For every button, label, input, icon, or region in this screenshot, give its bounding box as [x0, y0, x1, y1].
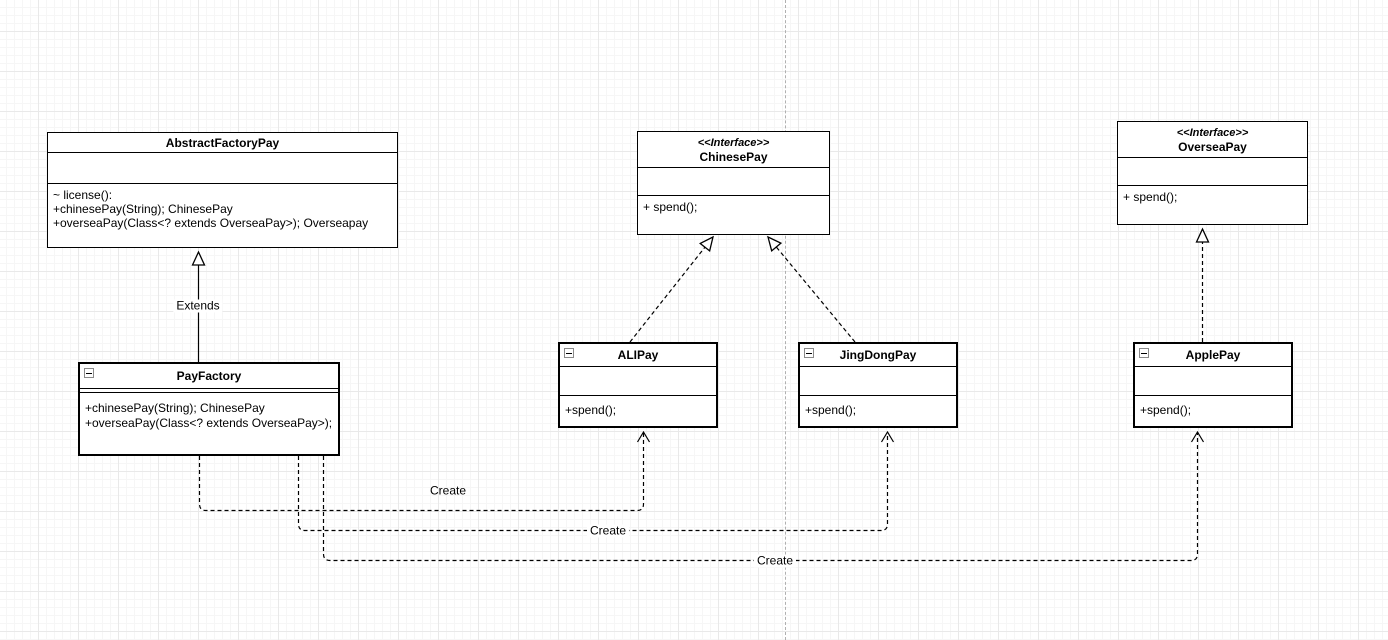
methods-section: ~ license(): +chinesePay(String); Chines…	[48, 184, 397, 247]
class-title: PayFactory	[80, 364, 338, 389]
methods-section: +chinesePay(String); ChinesePay +oversea…	[80, 393, 338, 454]
class-jingdongpay[interactable]: JingDongPay +spend();	[798, 342, 958, 428]
method: +spend();	[565, 403, 617, 417]
attributes-section	[80, 389, 338, 393]
collapse-icon[interactable]	[804, 348, 814, 358]
stereotype-label: <<Interface>>	[1176, 126, 1249, 139]
methods-section: +spend();	[1135, 396, 1291, 426]
methods-section: + spend();	[1118, 186, 1307, 224]
edge-implements-jingdongpay-chinesepay[interactable]	[768, 237, 856, 343]
method: +spend();	[805, 403, 857, 417]
class-applepay[interactable]: ApplePay +spend();	[1133, 342, 1293, 428]
method: ~ license():	[53, 188, 113, 202]
method: +chinesePay(String); ChinesePay	[85, 401, 265, 415]
class-title: JingDongPay	[800, 344, 956, 367]
stereotype-label: <<Interface>>	[697, 136, 770, 149]
method: + spend();	[1123, 190, 1178, 204]
interface-title: <<Interface>> OverseaPay	[1118, 122, 1307, 158]
edge-label-create-applepay: Create	[753, 554, 797, 568]
methods-section: +spend();	[560, 396, 716, 426]
method: +overseaPay(Class<? extends OverseaPay>)…	[53, 216, 369, 230]
method: +overseaPay(Class<? extends OverseaPay>)…	[85, 416, 333, 430]
attributes-section	[560, 367, 716, 396]
collapse-icon[interactable]	[84, 368, 94, 378]
attributes-section	[1118, 158, 1307, 186]
edge-label-create-jingdongpay: Create	[586, 524, 630, 538]
class-alipay[interactable]: ALIPay +spend();	[558, 342, 718, 428]
attributes-section	[1135, 367, 1291, 396]
interface-chinesepay[interactable]: <<Interface>> ChinesePay + spend();	[637, 131, 830, 235]
page-boundary-divider	[785, 0, 786, 640]
collapse-icon[interactable]	[1139, 348, 1149, 358]
class-abstractfactorypay[interactable]: AbstractFactoryPay ~ license(): +chinese…	[47, 132, 398, 248]
interface-title: <<Interface>> ChinesePay	[638, 132, 829, 168]
collapse-icon[interactable]	[564, 348, 574, 358]
edge-label-extends: Extends	[173, 299, 223, 313]
interface-overseapay[interactable]: <<Interface>> OverseaPay + spend();	[1117, 121, 1308, 225]
class-title: OverseaPay	[1178, 139, 1247, 154]
method: +chinesePay(String); ChinesePay	[53, 202, 233, 216]
class-title: ChinesePay	[699, 149, 768, 164]
edge-label-create-alipay: Create	[429, 483, 467, 498]
attributes-section	[638, 168, 829, 196]
attributes-section	[800, 367, 956, 396]
attributes-section	[48, 153, 397, 184]
edge-implements-alipay-chinesepay[interactable]	[629, 237, 713, 343]
class-title: ALIPay	[560, 344, 716, 367]
class-title: AbstractFactoryPay	[48, 133, 397, 153]
class-title: ApplePay	[1135, 344, 1291, 367]
method: + spend();	[643, 200, 698, 214]
methods-section: +spend();	[800, 396, 956, 426]
method: +spend();	[1140, 403, 1192, 417]
methods-section: + spend();	[638, 196, 829, 234]
class-payfactory[interactable]: PayFactory +chinesePay(String); ChineseP…	[78, 362, 340, 456]
edge-create-payfactory-jingdongpay[interactable]	[297, 430, 895, 532]
